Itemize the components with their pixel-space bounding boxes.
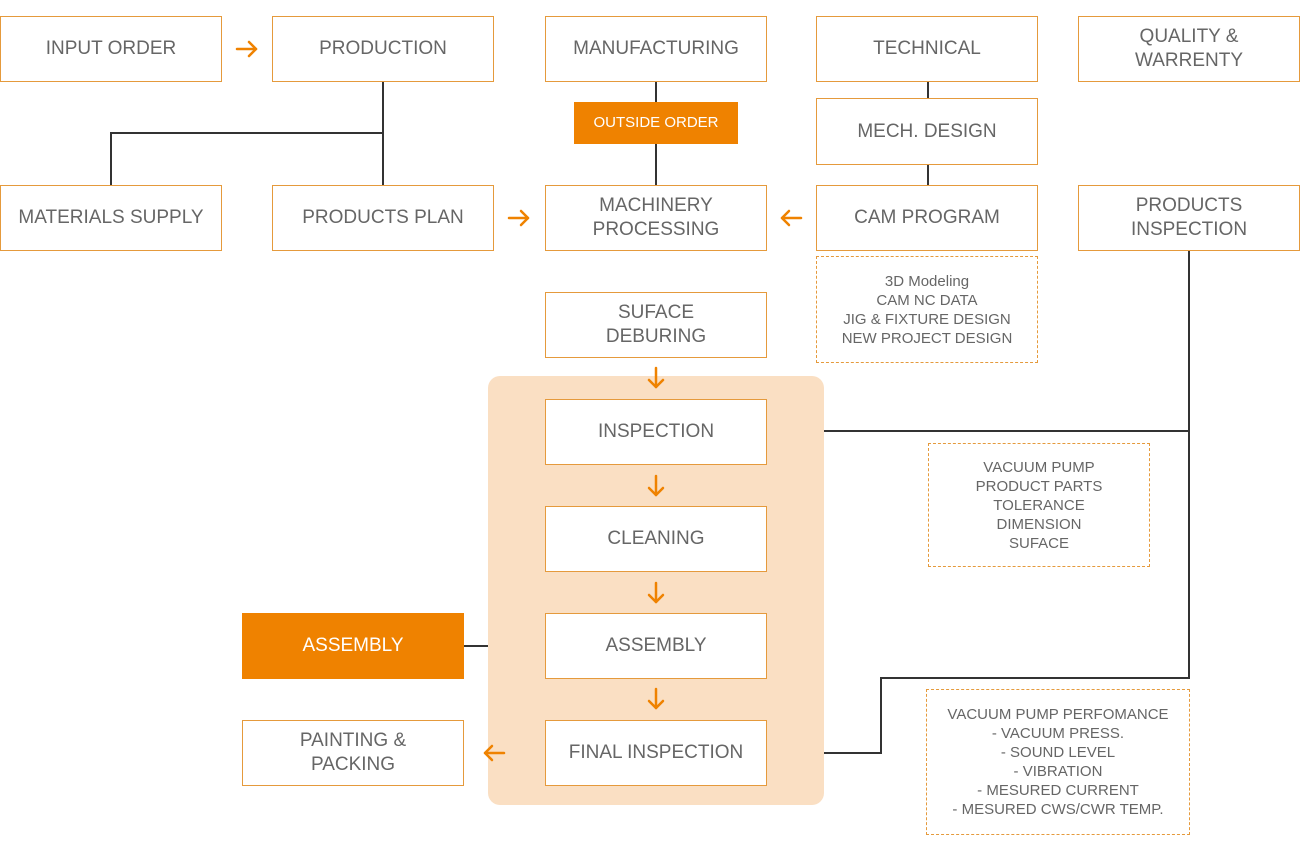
products-inspection-box: PRODUCTS INSPECTION <box>1078 185 1300 251</box>
arrow-icon-plan-to-machinery <box>507 209 530 227</box>
outside-order-box: OUTSIDE ORDER <box>574 102 738 144</box>
cleaning-box: CLEANING <box>545 506 767 572</box>
arrow-icon-cleaning-to-assembly <box>647 581 665 604</box>
performance-details-note: VACUUM PUMP PERFOMANCE - VACUUM PRESS. -… <box>926 689 1190 835</box>
arrow-icon-inspection-to-cleaning <box>647 474 665 497</box>
arrow-icon-input-to-production <box>235 40 258 58</box>
inspection-box: INSPECTION <box>545 399 767 465</box>
arrow-icon-deburing-to-inspection <box>647 366 665 389</box>
cam-details-note: 3D Modeling CAM NC DATA JIG & FIXTURE DE… <box>816 256 1038 363</box>
input-order-box: INPUT ORDER <box>0 16 222 82</box>
cam-details-text: 3D Modeling CAM NC DATA JIG & FIXTURE DE… <box>841 272 1013 347</box>
technical-box: TECHNICAL <box>816 16 1038 82</box>
production-box: PRODUCTION <box>272 16 494 82</box>
production-to-materials-line <box>110 132 383 185</box>
performance-details-text: VACUUM PUMP PERFOMANCE - VACUUM PRESS. -… <box>947 706 1169 818</box>
materials-supply-box: MATERIALS SUPPLY <box>0 185 222 251</box>
inspection-details-text: VACUUM PUMP PRODUCT PARTS TOLERANCE DIME… <box>975 458 1103 552</box>
inspection-details-note: VACUUM PUMP PRODUCT PARTS TOLERANCE DIME… <box>928 443 1150 567</box>
products-plan-box: PRODUCTS PLAN <box>272 185 494 251</box>
suface-deburing-box: SUFACE DEBURING <box>545 292 767 358</box>
quality-warrenty-box: QUALITY & WARRENTY <box>1078 16 1300 82</box>
mech-design-box: MECH. DESIGN <box>816 98 1038 165</box>
assembly-side-box: ASSEMBLY <box>242 613 464 679</box>
final-inspection-box: FINAL INSPECTION <box>545 720 767 786</box>
arrow-icon-assembly-to-final <box>647 687 665 710</box>
assembly-box: ASSEMBLY <box>545 613 767 679</box>
arrow-icon-final-to-painting <box>483 744 506 762</box>
manufacturing-box: MANUFACTURING <box>545 16 767 82</box>
painting-packing-box: PAINTING & PACKING <box>242 720 464 786</box>
cam-program-box: CAM PROGRAM <box>816 185 1038 251</box>
machinery-processing-box: MACHINERY PROCESSING <box>545 185 767 251</box>
arrow-icon-cam-to-machinery <box>780 209 803 227</box>
products-inspection-to-final-line <box>782 431 1190 754</box>
